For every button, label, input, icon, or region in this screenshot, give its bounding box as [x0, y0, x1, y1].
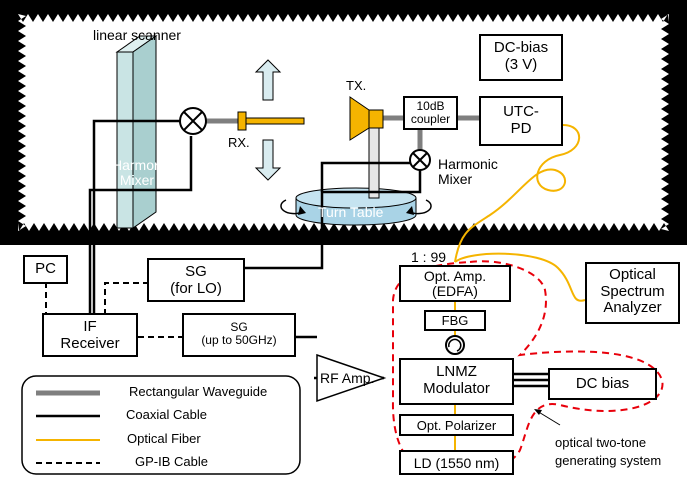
legend-label-gpib: GP-IB Cable	[135, 454, 208, 469]
coupler-box: 10dB coupler	[403, 96, 458, 130]
legend-label-coax: Coaxial Cable	[126, 407, 207, 422]
sg-lo-box: SG (for LO)	[147, 258, 245, 302]
linear-scanner-label: linear scanner	[93, 27, 181, 43]
utc-pd-box: UTC- PD	[479, 96, 563, 146]
dc-bias-top-box: DC-bias (3 V)	[479, 34, 563, 81]
rx-antenna	[237, 111, 305, 131]
harmonic-mixer-left-symbol	[179, 107, 207, 135]
two-tone-pointer	[534, 409, 561, 426]
tx-label: TX.	[346, 78, 367, 93]
scan-arrows	[254, 59, 282, 181]
legend-label-waveguide: Rectangular Waveguide	[129, 384, 268, 399]
waveguide-lines	[206, 115, 480, 150]
ld-box: LD (1550 nm)	[399, 450, 514, 475]
optical-two-tone-region	[391, 260, 664, 475]
osa-box: Optical Spectrum Analyzer	[585, 262, 680, 324]
harmonic-mixer-left-label: Harmonic Mixer	[112, 157, 172, 189]
ratio-label: 1 : 99	[411, 249, 447, 265]
linear-scanner	[115, 35, 158, 229]
sg-50ghz-box: SG (up to 50GHz)	[182, 313, 296, 357]
lnmz-modulator-box: LNMZ Modulator	[399, 358, 514, 405]
two-tone-label: optical two-tone generating system	[555, 435, 662, 468]
dc-bias-bottom-box: DC bias	[548, 368, 657, 400]
rf-amp-label: RF Amp.	[320, 370, 375, 386]
rf-amp-triangle	[316, 353, 387, 403]
legend-label-fiber: Optical Fiber	[127, 431, 201, 446]
harmonic-mixer-right-symbol	[409, 149, 431, 171]
if-receiver-box: IF Receiver	[42, 313, 138, 357]
opt-polarizer-box: Opt. Polarizer	[399, 414, 514, 436]
pc-box: PC	[23, 255, 68, 284]
fbg-box: FBG	[424, 310, 486, 331]
circulator-icon	[445, 335, 465, 355]
turn-table-label: Turn Table	[318, 204, 384, 220]
legend	[21, 375, 301, 475]
opt-amp-box: Opt. Amp. (EDFA)	[399, 265, 511, 302]
harmonic-mixer-right-label: Harmonic Mixer	[438, 156, 498, 188]
rx-label: RX.	[228, 135, 250, 150]
gpib-cables	[45, 282, 182, 338]
